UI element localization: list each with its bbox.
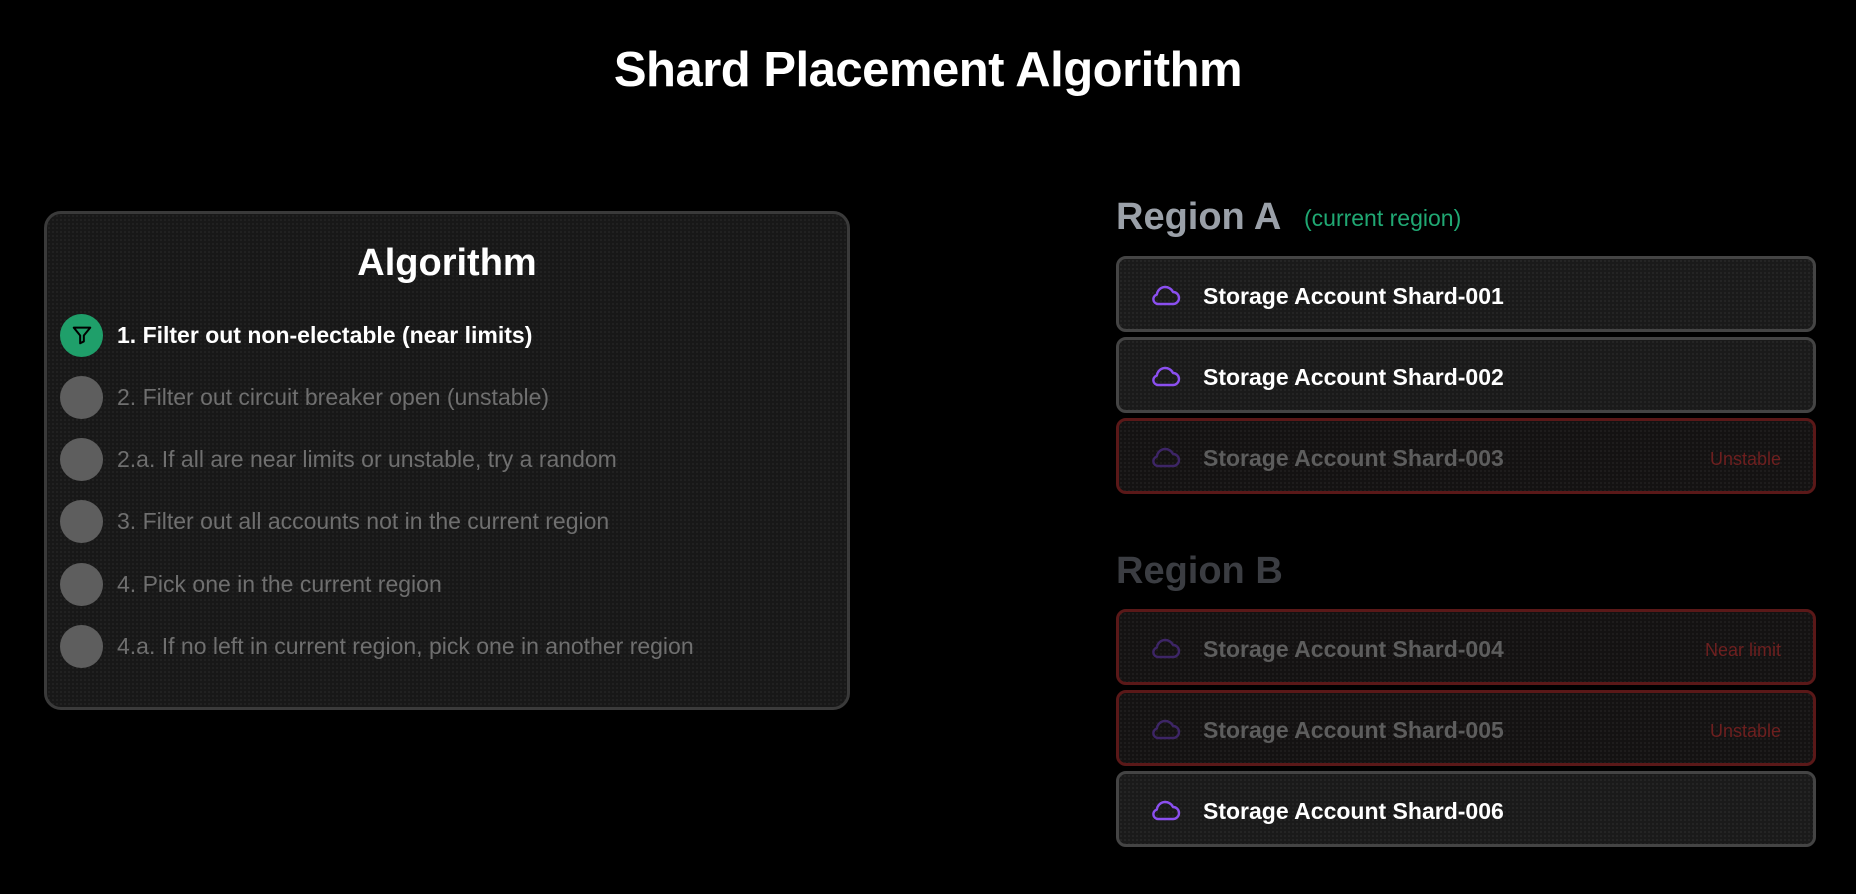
shard-card-006: Storage Account Shard-006: [1116, 771, 1816, 847]
region-a-title: Region A: [1116, 196, 1282, 238]
step-bullet: [60, 624, 103, 668]
step-label: 4.a. If no left in current region, pick …: [117, 632, 694, 659]
step-label: 3. Filter out all accounts not in the cu…: [117, 507, 610, 534]
shard-card-004: Storage Account Shard-004 Near limit: [1116, 609, 1816, 685]
current-region-note: (current region): [1304, 205, 1462, 231]
step-bullet: [60, 375, 103, 419]
cloud-icon: [1152, 638, 1181, 659]
shard-label: Storage Account Shard-003: [1203, 445, 1504, 471]
cloud-icon: [1152, 800, 1181, 821]
step-label: 1. Filter out non-electable (near limits…: [117, 321, 533, 348]
region-b-title: Region B: [1116, 550, 1283, 592]
algorithm-step-3: 3. Filter out all accounts not in the cu…: [60, 499, 830, 543]
step-bullet: [60, 437, 103, 481]
cloud-icon: [1152, 719, 1181, 740]
shard-card-002: Storage Account Shard-002: [1116, 337, 1816, 413]
algorithm-step-1: 1. Filter out non-electable (near limits…: [60, 313, 830, 357]
algorithm-step-2: 2. Filter out circuit breaker open (unst…: [60, 375, 830, 419]
shard-status-badge: Unstable: [1709, 721, 1781, 741]
shard-card-003: Storage Account Shard-003 Unstable: [1116, 418, 1816, 494]
step-bullet: [60, 562, 103, 606]
algorithm-step-2a: 2.a. If all are near limits or unstable,…: [60, 437, 830, 481]
step-label: 2.a. If all are near limits or unstable,…: [117, 445, 617, 472]
shard-status-badge: Near limit: [1704, 640, 1781, 660]
shard-card-001: Storage Account Shard-001: [1116, 256, 1816, 332]
shard-label: Storage Account Shard-004: [1203, 636, 1504, 662]
cloud-icon: [1152, 447, 1181, 468]
algorithm-step-4a: 4.a. If no left in current region, pick …: [60, 624, 830, 668]
step-bullet: [60, 499, 103, 543]
algorithm-panel: Algorithm 1. Filter out non-electable (n…: [44, 211, 850, 710]
filter-icon: [60, 313, 103, 357]
page-title: Shard Placement Algorithm: [613, 43, 1243, 97]
shard-card-005: Storage Account Shard-005 Unstable: [1116, 690, 1816, 766]
cloud-icon: [1152, 366, 1181, 387]
algorithm-step-4: 4. Pick one in the current region: [60, 562, 830, 606]
shard-label: Storage Account Shard-002: [1203, 364, 1504, 390]
shard-label: Storage Account Shard-005: [1203, 717, 1504, 743]
cloud-icon: [1152, 285, 1181, 306]
algorithm-title: Algorithm: [357, 242, 537, 284]
step-label: 2. Filter out circuit breaker open (unst…: [117, 383, 550, 410]
shard-label: Storage Account Shard-006: [1203, 798, 1504, 824]
shard-label: Storage Account Shard-001: [1203, 283, 1504, 309]
shard-status-badge: Unstable: [1709, 449, 1781, 469]
step-label: 4. Pick one in the current region: [117, 570, 442, 597]
